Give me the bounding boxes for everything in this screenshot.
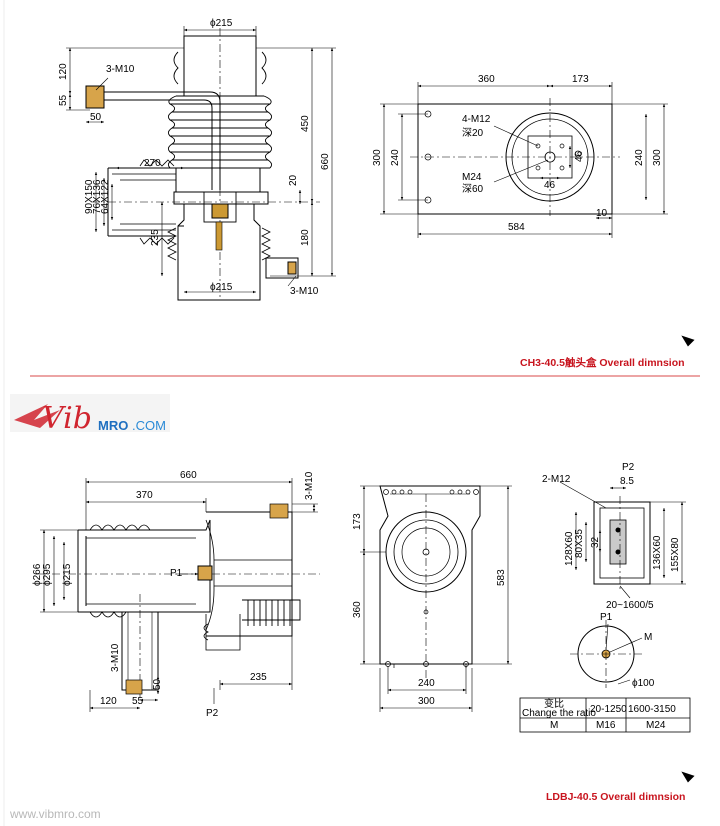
label-phi215: ϕ215 (62, 563, 73, 586)
ldbj-front-view (360, 485, 512, 712)
label-300-left: 300 (372, 149, 383, 166)
label-155x80: 155X80 (670, 537, 681, 572)
label-4m12: 4-M12 (462, 114, 491, 125)
label-240-right: 240 (634, 149, 645, 166)
label-2m12: 2-M12 (542, 474, 571, 485)
label-120: 120 (58, 63, 69, 80)
label-phi266: ϕ266 (32, 563, 43, 586)
ch3-side-labels: ϕ215 ϕ215 3-M10 3-M10 120 55 50 270 90X1… (58, 18, 331, 297)
label-240-left: 240 (390, 149, 401, 166)
label-173: 173 (572, 74, 589, 85)
table-cell-m16: M16 (596, 720, 616, 731)
top-lug (85, 85, 105, 109)
label-deep60: 深60 (462, 183, 484, 195)
label-10: 10 (596, 208, 608, 219)
label-370: 370 (136, 490, 153, 501)
label-deep20: 深20 (462, 127, 484, 139)
label-3m10-top: 3-M10 (304, 471, 315, 500)
label-p2: P2 (622, 462, 635, 473)
label-46-vertical: 46 (574, 150, 585, 162)
label-50: 50 (90, 112, 102, 123)
ldbj-terminal-detail (519, 481, 691, 733)
label-55: 55 (132, 696, 144, 707)
label-270: 270 (144, 158, 161, 169)
ch3-plan-labels: 360 173 4-M12 深20 M24 深60 46 46 300 240 … (372, 74, 663, 233)
label-120: 120 (100, 696, 117, 707)
label-584: 584 (508, 222, 525, 233)
ldbj-side-labels: 660 370 3-M10 ϕ266 ϕ295 ϕ215 P1 3-M10 50… (32, 470, 315, 719)
label-ratio-range: 20~1600/5 (606, 600, 654, 611)
table-cell-m24: M24 (646, 720, 666, 731)
label-phi215-top: ϕ215 (210, 18, 233, 29)
label-583: 583 (496, 569, 507, 586)
ldbj-detail-labels: P2 8.5 2-M12 128X60 80X35 32 136X60 155X… (542, 462, 681, 689)
label-m: M (644, 632, 652, 643)
label-235: 235 (150, 229, 161, 246)
label-240: 240 (418, 678, 435, 689)
label-p1: P1 (600, 612, 613, 623)
label-phi100: ϕ100 (632, 678, 655, 689)
label-55: 55 (58, 94, 69, 106)
label-128x60: 128X60 (564, 531, 575, 566)
logo-brand: MRO (98, 418, 128, 433)
watermark: www.vibmro.com (9, 807, 101, 821)
label-300-right: 300 (652, 149, 663, 166)
mounting-plate (417, 103, 613, 215)
label-3m10-bottom: 3-M10 (110, 643, 121, 672)
table-header-en: Change the ratio (522, 708, 596, 719)
label-32: 32 (590, 536, 601, 548)
ldbj-fin-block (242, 599, 301, 626)
table-header-range-1: 20-1250 (590, 704, 627, 715)
ldbj-side-view (36, 478, 320, 712)
label-64x122: 64X122 (100, 179, 111, 214)
label-46-horizontal: 46 (544, 180, 556, 191)
label-660: 660 (180, 470, 197, 481)
label-180: 180 (300, 229, 311, 246)
caption-arrow-icon (681, 335, 695, 347)
label-360: 360 (478, 74, 495, 85)
label-3m10-bottom: 3-M10 (290, 286, 319, 297)
ratio-table-text: 变比 Change the ratio 20-1250 1600-3150 M … (522, 697, 676, 731)
ch3-plan-view (380, 82, 668, 238)
ldbj-front-labels: 173 360 583 240 300 (352, 513, 507, 707)
label-235: 235 (250, 672, 267, 683)
label-phi295: ϕ295 (42, 563, 53, 586)
label-360: 360 (352, 601, 363, 618)
label-76x136: 76X136 (92, 179, 103, 214)
label-660: 660 (320, 153, 331, 170)
bottom-caption: LDBJ-40.5 Overall dimnsion (546, 791, 685, 803)
table-header-range-2: 1600-3150 (628, 704, 676, 715)
table-header-zh: 变比 (544, 697, 564, 710)
label-173: 173 (352, 513, 363, 530)
vibmro-logo: Vib MRO .COM (10, 394, 170, 436)
logo-tld: .COM (132, 418, 166, 433)
label-p1: P1 (170, 568, 183, 579)
label-phi215-bottom: ϕ215 (210, 282, 233, 293)
label-3m10-top: 3-M10 (106, 64, 135, 75)
logo-script: Vib (42, 401, 92, 436)
label-300: 300 (418, 696, 435, 707)
bottom-lug (265, 257, 299, 279)
label-8-5: 8.5 (620, 476, 634, 487)
label-p2: P2 (206, 708, 219, 719)
label-90x150: 90X150 (84, 179, 95, 214)
ch3-side-view (66, 26, 336, 301)
table-cell-m: M (550, 720, 558, 731)
label-80x35: 80X35 (574, 529, 585, 558)
ratio-table (519, 697, 691, 733)
label-m24: M24 (462, 172, 482, 183)
caption-arrow-icon-2 (681, 771, 695, 783)
label-136x60: 136X60 (652, 535, 663, 570)
label-20: 20 (288, 174, 299, 186)
top-caption: CH3-40.5触头盒 Overall dimnsion (520, 356, 685, 369)
label-450: 450 (300, 115, 311, 132)
label-50: 50 (152, 678, 163, 690)
